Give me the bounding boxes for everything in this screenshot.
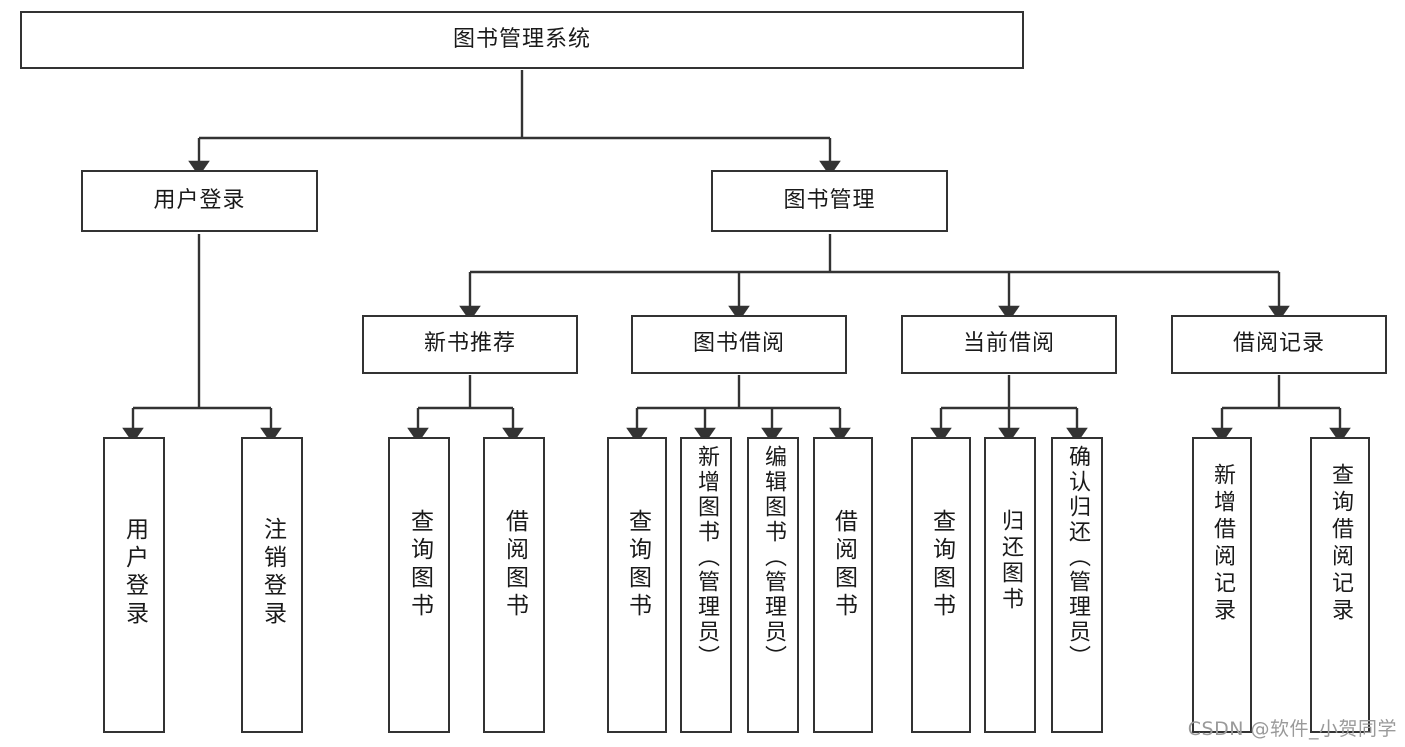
leaf-label: 新增图书（管理员） [694,445,719,670]
leaf-new-book-borrow[interactable]: 借阅图书 [483,437,545,733]
leaf-label: 查询图书 [624,509,651,621]
leaf-new-book-query[interactable]: 查询图书 [388,437,450,733]
leaf-label: 用户登录 [121,517,148,629]
node-borrow-record[interactable]: 借阅记录 [1171,315,1387,374]
node-book-borrow[interactable]: 图书借阅 [631,315,847,374]
leaf-label: 借阅图书 [501,509,528,621]
leaf-user-login-signin[interactable]: 用户登录 [103,437,165,733]
leaf-current-borrow-query[interactable]: 查询图书 [911,437,971,733]
leaf-user-login-signout[interactable]: 注销登录 [241,437,303,733]
leaf-label: 注销登录 [259,517,286,629]
leaf-label: 归还图书 [998,509,1023,613]
leaf-label: 确认归还（管理员） [1065,445,1090,670]
leaf-book-borrow-borrow[interactable]: 借阅图书 [813,437,873,733]
leaf-label: 新增借阅记录 [1210,463,1235,625]
leaf-label: 查询图书 [928,509,955,621]
node-user-login[interactable]: 用户登录 [81,170,318,232]
leaf-label: 借阅图书 [830,509,857,621]
leaf-book-borrow-query[interactable]: 查询图书 [607,437,667,733]
leaf-current-borrow-return[interactable]: 归还图书 [984,437,1036,733]
node-root-system[interactable]: 图书管理系统 [20,11,1024,69]
leaf-book-borrow-edit[interactable]: 编辑图书（管理员） [747,437,799,733]
node-current-borrow[interactable]: 当前借阅 [901,315,1117,374]
leaf-borrow-record-add[interactable]: 新增借阅记录 [1192,437,1252,733]
leaf-label: 查询借阅记录 [1328,463,1353,625]
node-new-book-recommend[interactable]: 新书推荐 [362,315,578,374]
node-book-management[interactable]: 图书管理 [711,170,948,232]
leaf-label: 编辑图书（管理员） [761,445,786,670]
leaf-borrow-record-query[interactable]: 查询借阅记录 [1310,437,1370,733]
leaf-current-borrow-confirm[interactable]: 确认归还（管理员） [1051,437,1103,733]
leaf-book-borrow-add[interactable]: 新增图书（管理员） [680,437,732,733]
leaf-label: 查询图书 [406,509,433,621]
